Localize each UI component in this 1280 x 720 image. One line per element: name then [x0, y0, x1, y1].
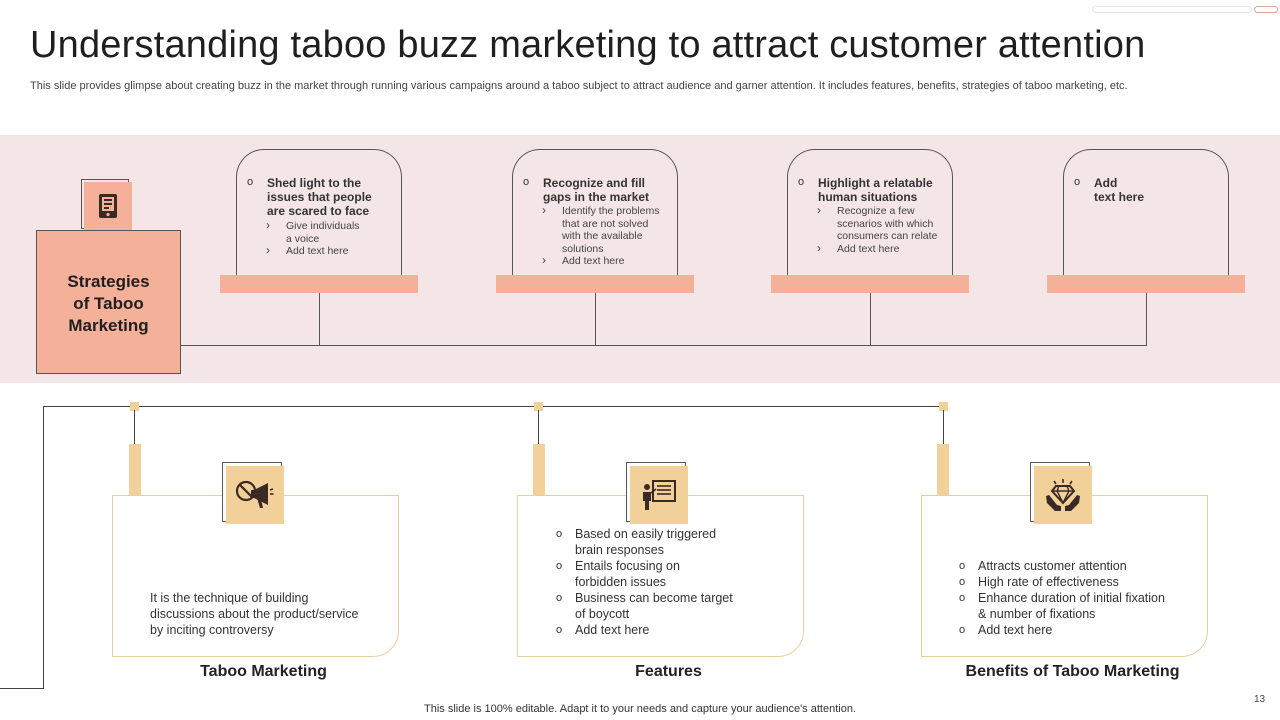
- list-item: Add text here: [959, 622, 1165, 638]
- lower-connector: [44, 406, 944, 407]
- strategies-connector: [181, 345, 1147, 346]
- card-subpoint: Add text here: [523, 254, 667, 268]
- connector-drop-2: [538, 410, 539, 444]
- connector-node-2: [534, 402, 543, 411]
- taboo-marketing-description: It is the technique of building discussi…: [150, 591, 359, 637]
- diamond-hands-icon: [1034, 466, 1092, 524]
- phone-icon: [84, 182, 132, 230]
- panel-label-taboo-marketing: Taboo Marketing: [200, 663, 327, 680]
- list-item: High rate of effectiveness: [959, 574, 1165, 590]
- list-item: Enhance duration of initial fixation& nu…: [959, 590, 1165, 622]
- panel-label-benefits: Benefits of Taboo Marketing: [965, 663, 1180, 680]
- page-title: Understanding taboo buzz marketing to at…: [30, 24, 1146, 66]
- panel-stem-1: [129, 444, 141, 496]
- lower-connector-left: [43, 406, 44, 689]
- card-connector-1: [319, 292, 320, 346]
- card-base-2: [496, 275, 694, 293]
- card-base-1: [220, 275, 418, 293]
- connector-drop-3: [943, 410, 944, 444]
- benefits-list: Attracts customer attention High rate of…: [959, 558, 1165, 638]
- presentation-board-icon: [630, 466, 688, 524]
- page-number: 13: [1254, 694, 1266, 705]
- card-connector-3: [870, 292, 871, 346]
- lower-connector-bottom: [0, 688, 44, 689]
- strategies-label: Strategies of Taboo Marketing: [67, 272, 150, 335]
- connector-drop-1: [134, 410, 135, 444]
- card-subpoint: Add text here: [798, 242, 942, 256]
- card-connector-4: [1146, 292, 1147, 346]
- no-megaphone-icon: [226, 466, 284, 524]
- card-base-4: [1047, 275, 1245, 293]
- footer-note: This slide is 100% editable. Adapt it to…: [424, 703, 856, 715]
- top-progress-accent: [1254, 6, 1278, 13]
- panel-stem-3: [937, 444, 949, 496]
- connector-node-3: [939, 402, 948, 411]
- panel-label-features: Features: [635, 663, 702, 680]
- card-subpoint: Add text here: [247, 244, 391, 258]
- card-connector-2: [595, 292, 596, 346]
- page-subtitle: This slide provides glimpse about creati…: [30, 80, 1128, 92]
- panel-stem-2: [533, 444, 545, 496]
- list-item: Add text here: [556, 622, 733, 638]
- card-base-3: [771, 275, 969, 293]
- list-item: Attracts customer attention: [959, 558, 1165, 574]
- top-progress-track: [1092, 6, 1252, 13]
- strategies-box: Strategies of Taboo Marketing: [36, 230, 181, 374]
- connector-node-1: [130, 402, 139, 411]
